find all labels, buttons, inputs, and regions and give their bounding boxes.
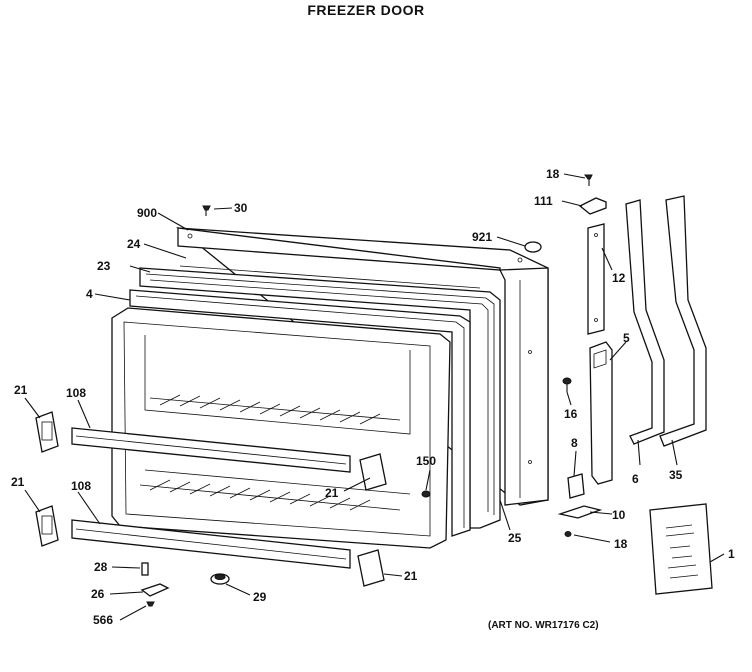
- label-5: 5: [623, 331, 630, 345]
- shelf-end-cap-bottom: [357, 549, 385, 587]
- door-shelf-bar-upper: [71, 427, 351, 473]
- label-35: 35: [669, 468, 683, 482]
- instruction-booklet-1: [649, 503, 713, 595]
- hinge-26: [140, 583, 170, 597]
- label-23: 23: [97, 259, 111, 273]
- leader-lines: [24, 173, 725, 621]
- inner-door-liner: [111, 307, 451, 549]
- label-900: 900: [137, 206, 157, 220]
- label-18-bottom: 18: [614, 537, 628, 551]
- screw-566: [146, 601, 155, 607]
- door-handle-35: [659, 195, 707, 447]
- label-16: 16: [564, 407, 578, 421]
- label-150: 150: [416, 454, 436, 468]
- label-10: 10: [612, 508, 626, 522]
- label-566: 566: [93, 613, 113, 627]
- diagram-title: FREEZER DOOR: [307, 2, 424, 18]
- cam-28: [141, 562, 149, 576]
- label-26: 26: [91, 587, 105, 601]
- label-8: 8: [571, 436, 578, 450]
- label-25: 25: [508, 531, 522, 545]
- bushing-8: [567, 473, 585, 499]
- screw-18-bottom: [564, 531, 572, 537]
- label-28: 28: [94, 560, 108, 574]
- screw-30: [202, 205, 211, 216]
- plug-29: [210, 573, 230, 585]
- label-12: 12: [612, 271, 626, 285]
- lower-shelf-ribs: [139, 479, 401, 511]
- screw-150: [421, 490, 431, 498]
- door-shelf-bar-lower: [71, 519, 351, 569]
- hinge-cam-111: [578, 197, 607, 215]
- label-108-bottom: 108: [71, 479, 91, 493]
- art-number: (ART NO. WR17176 C2): [488, 620, 599, 631]
- hinge-bracket-5: [589, 341, 613, 485]
- label-921: 921: [472, 230, 492, 244]
- hinge-plate-10: [557, 505, 603, 519]
- shelf-end-cap-mid: [359, 453, 387, 491]
- shelf-end-cap-left-upper: [35, 411, 59, 453]
- label-21-left-top: 21: [14, 383, 28, 397]
- label-21-mid: 21: [325, 486, 339, 500]
- screw-18-top: [584, 174, 593, 186]
- screw-16: [562, 377, 572, 392]
- label-24: 24: [127, 237, 141, 251]
- label-30: 30: [234, 201, 248, 215]
- shelf-end-cap-left-lower: [35, 505, 59, 547]
- hinge-bracket-12: [587, 223, 605, 335]
- label-111: 111: [534, 194, 553, 208]
- plug-921: [524, 241, 542, 253]
- label-21-bottom: 21: [404, 569, 418, 583]
- label-4: 4: [86, 287, 93, 301]
- label-108-top: 108: [66, 386, 86, 400]
- label-6: 6: [632, 472, 639, 486]
- label-18-top: 18: [546, 167, 560, 181]
- door-gasket-frames: [129, 265, 501, 537]
- part-labels: 18 111 900 30 921 24 23 12 4 5 21 108 16…: [11, 167, 735, 627]
- label-29: 29: [253, 590, 267, 604]
- label-21-left-bottom: 21: [11, 475, 25, 489]
- upper-shelf-ribs: [149, 394, 401, 425]
- door-handle-6: [625, 199, 665, 445]
- label-1: 1: [728, 547, 735, 561]
